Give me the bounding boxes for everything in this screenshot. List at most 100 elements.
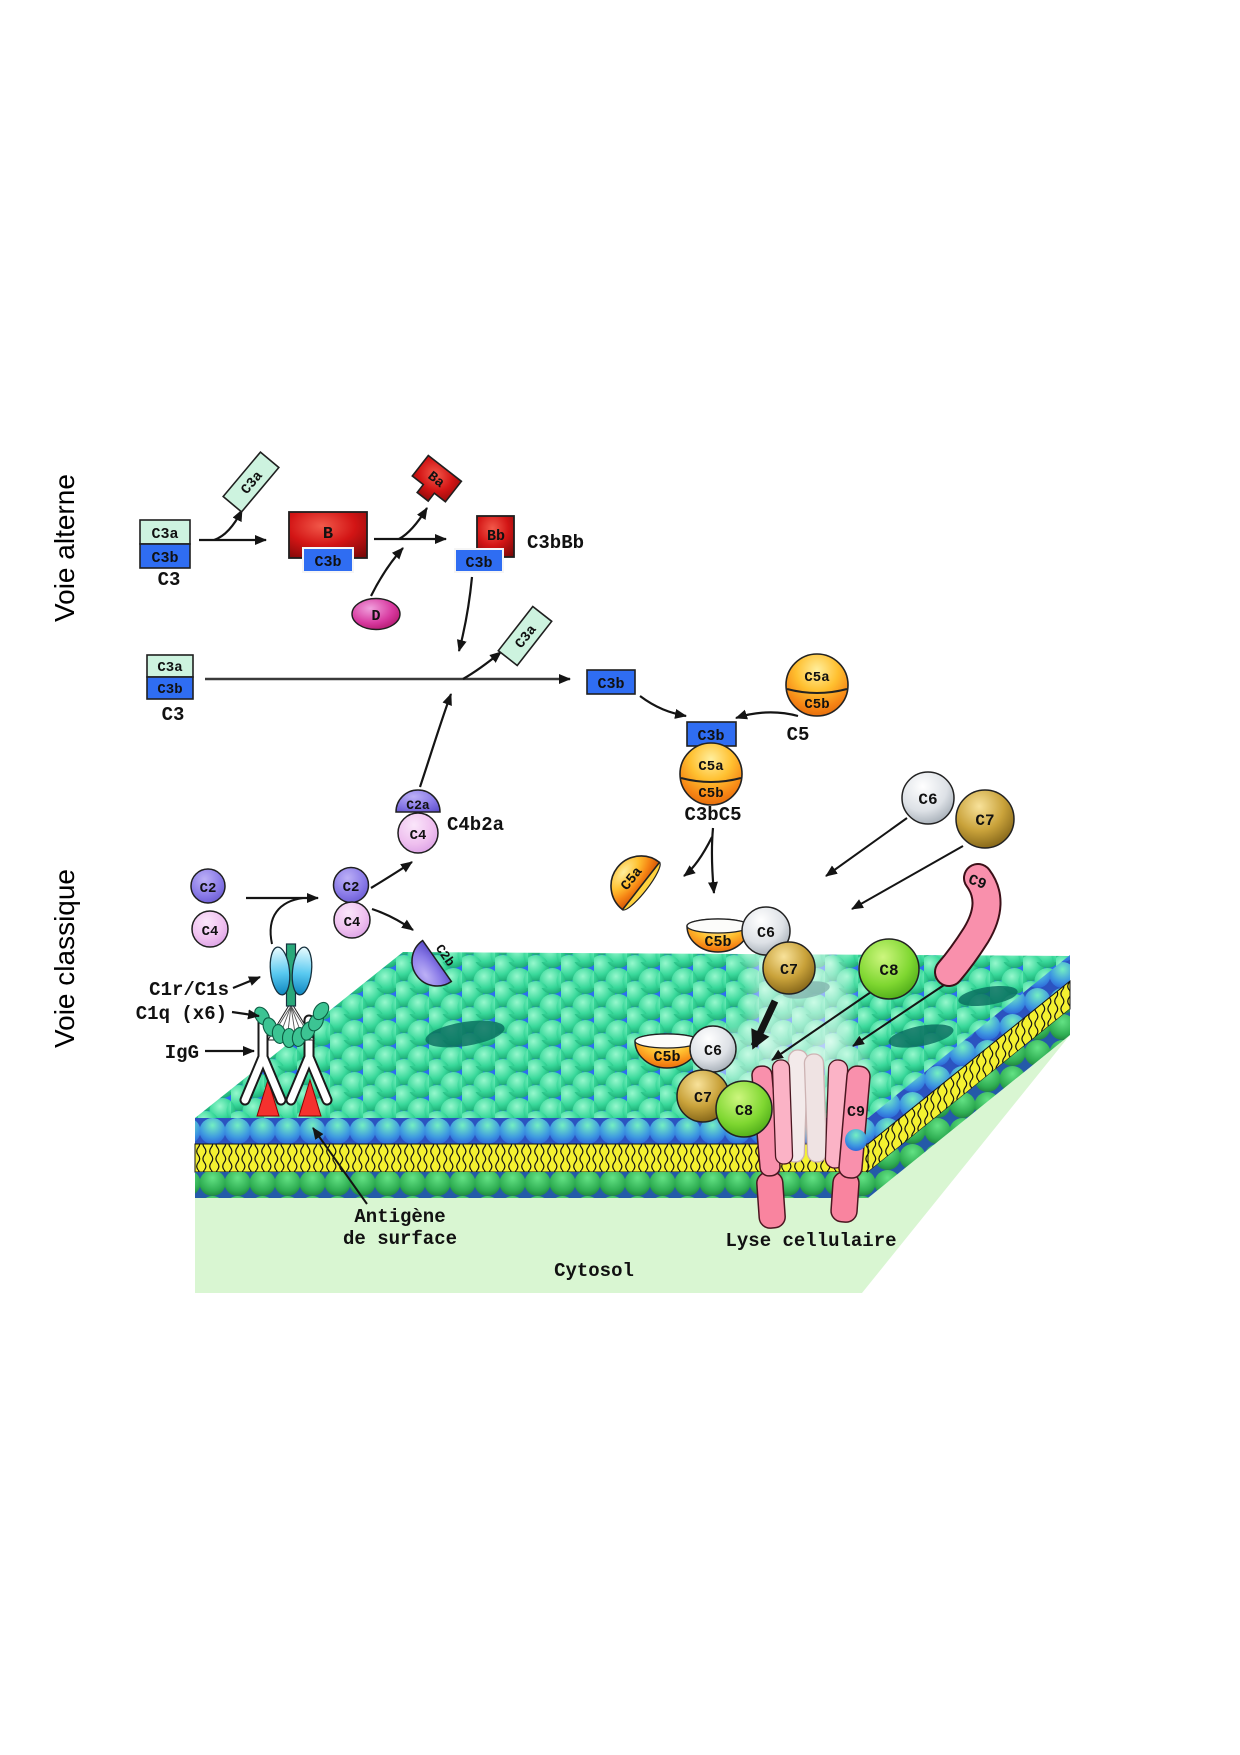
arrow-c6-join <box>825 817 908 877</box>
arrow-to-c2b <box>371 907 414 931</box>
bilayer-front-inner-heads <box>195 1172 868 1198</box>
cell-lysis-label: Lyse cellulaire <box>725 1230 896 1252</box>
factor-b-label: B <box>323 525 333 544</box>
released-c5a-fragment: C5a <box>610 855 661 911</box>
arrow-c9-join <box>852 982 948 1047</box>
c3b-under-b-label: C3b <box>314 554 341 571</box>
c5-molecule: C5a C5b C5 <box>785 653 849 746</box>
pore-tube-below-left <box>756 1171 786 1229</box>
released-c3a-1: C3a <box>222 450 280 514</box>
c3bc5-complex: C3b C5a C5b C3bC5 <box>679 721 743 826</box>
svg-text:C8: C8 <box>879 962 898 980</box>
alternative-pathway-row: C3a C3b C3 C3a B C3b Ba Bb C3b C3bBb <box>139 450 584 631</box>
c5-caption: C5 <box>787 724 810 746</box>
svg-text:C6: C6 <box>757 925 775 942</box>
central-c3-c5-row: C3a C3b C3 C3a C3b C5a C5b C5 C3b C5a C5… <box>146 576 849 911</box>
arrow-release-ba <box>398 507 428 540</box>
factor-d-molecule: D <box>351 597 401 631</box>
c3b-fragment-label: C3b <box>151 550 178 567</box>
arrow-c1r-c1s <box>232 975 261 990</box>
free-c7-sphere: C7 <box>955 789 1015 849</box>
c5b-half-label: C5b <box>804 697 829 713</box>
c1-igg-antigen-group: C1r/C1s C1q (x6) IgG Antigène de surface <box>136 943 457 1250</box>
arrow-c7-join <box>851 845 964 910</box>
c3bbb-convertase: Bb C3b C3bBb <box>454 515 584 573</box>
c3-caption: C3 <box>158 569 181 591</box>
surface-antigen-1 <box>256 1078 280 1117</box>
factor-b-complex: B C3b <box>288 511 368 573</box>
arrow-surface-antigen <box>312 1127 368 1205</box>
arrow-to-c4b2a <box>370 861 413 889</box>
curve-from-c1-complex <box>269 897 304 945</box>
svg-text:C4: C4 <box>344 915 361 931</box>
membrane-attack-complex-group: C9 C5b C6 C7 C8 C5b C6 C7 <box>634 771 1015 1229</box>
arrow-complex-down <box>707 827 718 894</box>
svg-text:C3: C3 <box>162 704 185 726</box>
c5b67-complex-on-membrane: C5b C6 C7 C8 <box>634 1025 773 1138</box>
svg-text:C3b: C3b <box>697 728 724 745</box>
c4b2a-caption: C4b2a <box>447 814 504 836</box>
arrow-release-c3a-2 <box>462 651 502 680</box>
c3-molecule-1: C3a C3b C3 <box>139 519 191 591</box>
arrow-c4b2a-up <box>418 693 453 788</box>
c4b2a-convertase: C2a C4 C4b2a <box>395 789 504 854</box>
svg-text:C3b: C3b <box>597 676 624 693</box>
bilayer-side-inner-heads <box>868 1009 1070 1198</box>
c3b-under-bb-label: C3b <box>465 555 492 572</box>
pathway-label-alternative: Voie alterne <box>49 474 80 622</box>
c3bbb-caption: C3bBb <box>527 532 584 554</box>
classical-pathway-group: C2 C4 C2 C4 C2a C4 C4b2a C2b <box>190 789 504 987</box>
svg-text:C4: C4 <box>410 828 427 844</box>
c1q-label: C1q (x6) <box>136 1003 227 1025</box>
svg-text:C7: C7 <box>975 812 994 830</box>
released-ba-fragment: Ba <box>411 454 463 503</box>
free-c2-c4-pair: C2 C4 <box>190 868 229 948</box>
cytosol-label: Cytosol <box>554 1260 634 1282</box>
svg-text:C2: C2 <box>343 880 360 896</box>
arrow-complex-insertion <box>750 999 779 1050</box>
released-c3a-2: C3a <box>497 605 553 667</box>
svg-text:C9: C9 <box>966 872 989 894</box>
svg-text:C5a: C5a <box>698 759 724 775</box>
bb-label: Bb <box>487 528 505 545</box>
c3a-fragment-label: C3a <box>151 526 178 543</box>
arrow-factor-d <box>370 547 404 597</box>
arrow-release-c3a-1 <box>213 509 243 542</box>
arrow-release-c5a <box>683 836 713 877</box>
cytosol-body <box>195 1035 1070 1293</box>
arrow-c5-to-complex <box>735 709 799 720</box>
svg-text:C3a: C3a <box>157 660 183 676</box>
c5a-half-label: C5a <box>804 670 830 686</box>
pore-tube-below-right <box>830 1171 860 1223</box>
free-c6-sphere: C6 <box>901 771 955 825</box>
c5b6-complex-arriving: C5b C6 C7 <box>686 906 816 995</box>
svg-text:C2: C2 <box>200 881 217 897</box>
svg-text:C4: C4 <box>202 924 219 940</box>
svg-text:C2a: C2a <box>406 798 430 813</box>
c1s-subunit <box>291 946 313 996</box>
arrow-c8-join <box>771 991 872 1061</box>
svg-text:C5b: C5b <box>653 1049 680 1066</box>
displaced-lipid-head <box>845 1129 867 1151</box>
c1r-c1s-label: C1r/C1s <box>149 979 229 1001</box>
svg-text:C7: C7 <box>694 1090 712 1107</box>
c1q-globular-heads <box>254 1001 330 1049</box>
c9-pore-label: C9 <box>847 1104 865 1121</box>
c3bc5-caption: C3bC5 <box>684 804 741 826</box>
igg-label: IgG <box>165 1042 199 1064</box>
surface-antigen-2 <box>298 1078 322 1117</box>
bilayer-side-outer-heads <box>868 955 1070 1144</box>
antigen-label-line1: Antigène <box>354 1206 445 1228</box>
svg-text:C6: C6 <box>918 791 937 809</box>
free-c9-molecule: C9 <box>934 863 1002 987</box>
svg-text:C8: C8 <box>735 1103 753 1120</box>
antigen-label-line2: de surface <box>343 1228 457 1250</box>
svg-text:C7: C7 <box>780 962 798 979</box>
svg-text:C5b: C5b <box>698 786 723 802</box>
svg-text:C3b: C3b <box>157 682 182 698</box>
free-c8-sphere: C8 <box>858 938 920 1000</box>
free-c3b-box: C3b <box>586 669 636 695</box>
c3-molecule-2: C3a C3b C3 <box>146 654 194 726</box>
